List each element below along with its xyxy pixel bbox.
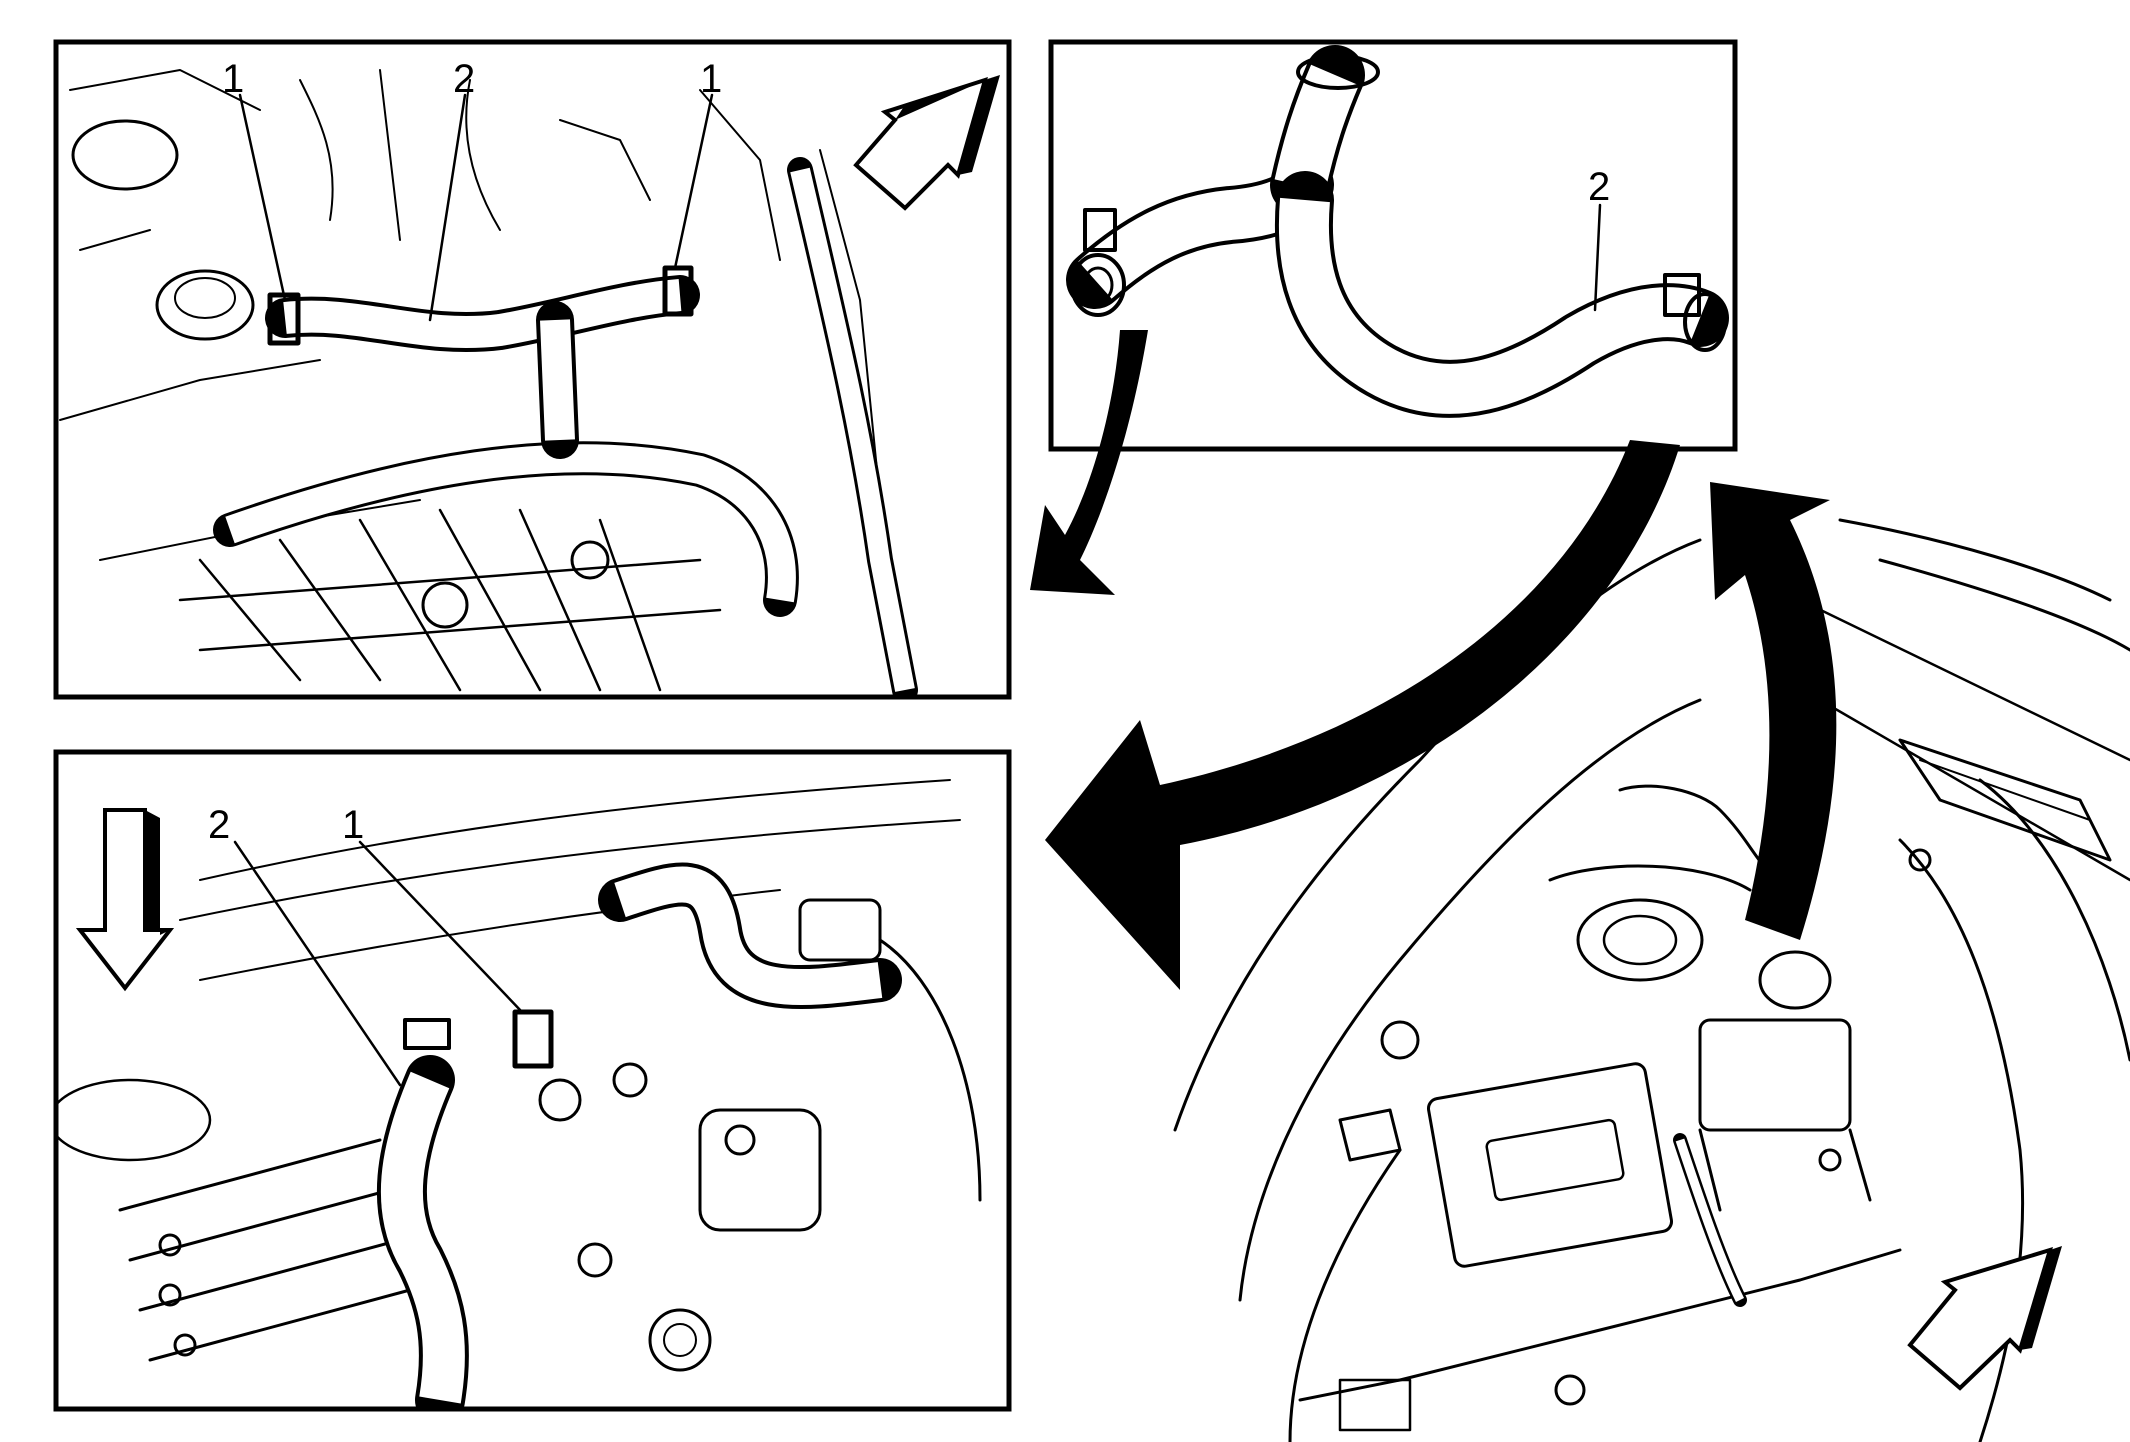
view-direction-arrow-icon bbox=[1907, 1246, 2062, 1391]
view-direction-arrow-icon bbox=[853, 75, 1000, 211]
sweep-arrow-icon bbox=[1710, 482, 1837, 940]
panel-top-right: 2 bbox=[1048, 39, 1738, 452]
callout-label: 2 bbox=[208, 803, 230, 847]
callout-label: 1 bbox=[222, 57, 244, 101]
callout-label: 1 bbox=[700, 57, 722, 101]
panel-bottom-left: 2 1 bbox=[53, 749, 1012, 1412]
engine-bay-closeup-top bbox=[59, 69, 918, 695]
vehicle-engine-bay-overview bbox=[1173, 518, 2130, 1442]
callout-label: 1 bbox=[342, 803, 364, 847]
heater-hose-assembly bbox=[1066, 45, 1729, 418]
sweep-arrow-icon bbox=[1030, 330, 1148, 595]
engine-bay-closeup-bottom bbox=[58, 779, 982, 1407]
panel-top-left: 1 2 1 bbox=[53, 39, 1012, 700]
sweep-arrow-icon bbox=[1045, 440, 1680, 990]
view-direction-arrow-icon bbox=[75, 808, 175, 992]
callout-label: 2 bbox=[1588, 165, 1610, 209]
callout-label: 2 bbox=[453, 57, 475, 101]
